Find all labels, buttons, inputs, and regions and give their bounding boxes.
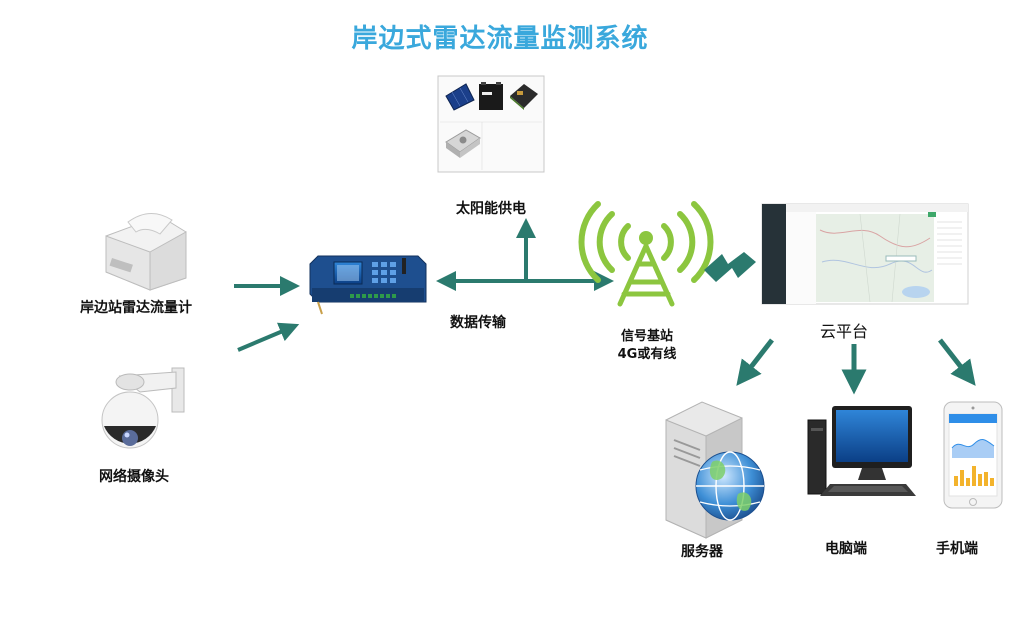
network-camera-icon [101,367,185,449]
radar-flow-meter-icon [105,213,187,291]
server-icon [665,401,765,539]
cloud-platform-screenshot [761,203,969,305]
cloud-label: 云平台 [820,322,869,341]
solar-equipment-photo [437,75,545,173]
arrow-cloud-to-server [736,338,774,386]
pc-label: 电脑端 [825,541,867,557]
arrow-cloud-to-phone [938,338,976,386]
arrow-camera-to-rtu [237,322,300,352]
page-title: 岸边式雷达流量监测系统 [351,24,649,54]
solar-label: 太阳能供电 [456,201,526,217]
tower-label-line1: 信号基站 [620,329,673,344]
tower-label: 信号基站 4G或有线 [612,328,682,364]
pc-icon [807,406,916,496]
solar-panel-icon [445,83,475,111]
signal-tower-icon [578,201,714,307]
transfer-label: 数据传输 [450,315,506,331]
radar-label: 岸边站雷达流量计 [80,300,192,316]
phone-icon [943,401,1003,509]
rtu-device-icon [309,255,427,315]
wireless-bolt-icon [704,252,756,282]
server-label: 服务器 [681,544,723,560]
phone-label: 手机端 [936,541,978,557]
camera-label: 网络摄像头 [99,469,169,485]
tower-label-line2: 4G或有线 [617,347,677,362]
solar-controller-icon [510,84,538,110]
battery-icon [479,82,503,110]
power-supply-icon [445,129,481,158]
